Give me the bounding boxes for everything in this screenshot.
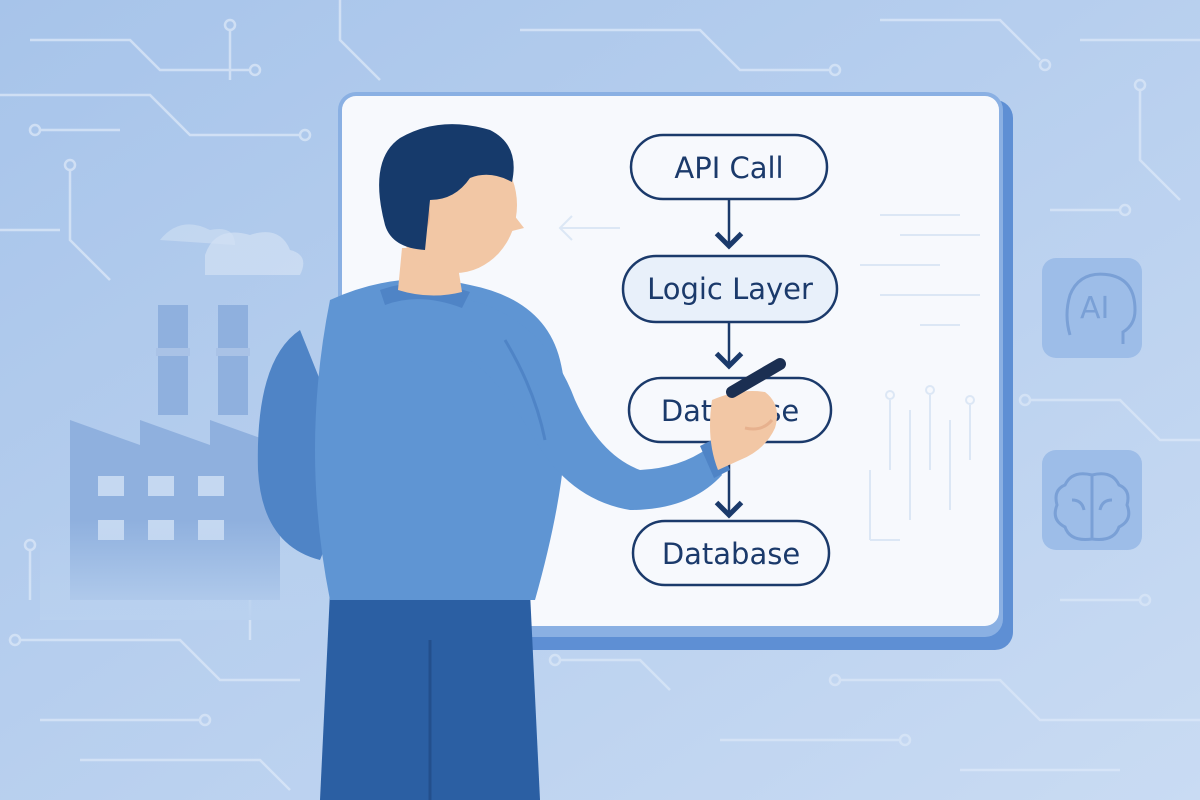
flow-node-api-call: API Call [629, 133, 829, 201]
flow-node-logic-layer: Logic Layer [621, 254, 839, 324]
flow-node-database-lower: Database [631, 519, 831, 587]
flow-node-label: API Call [674, 151, 783, 185]
hair [379, 124, 514, 250]
marker [726, 358, 786, 398]
flow-node-label: Database [662, 537, 800, 571]
brain-tile [1042, 450, 1142, 550]
ai-head-icon [1065, 272, 1137, 344]
hand [710, 391, 778, 470]
ai-head-tile: AI [1042, 258, 1142, 358]
shirt [315, 279, 567, 600]
ai-label: AI [1080, 291, 1109, 326]
man-figure [257, 124, 786, 800]
brain-icon [1053, 472, 1131, 541]
flow-node-label: Logic Layer [647, 272, 813, 306]
